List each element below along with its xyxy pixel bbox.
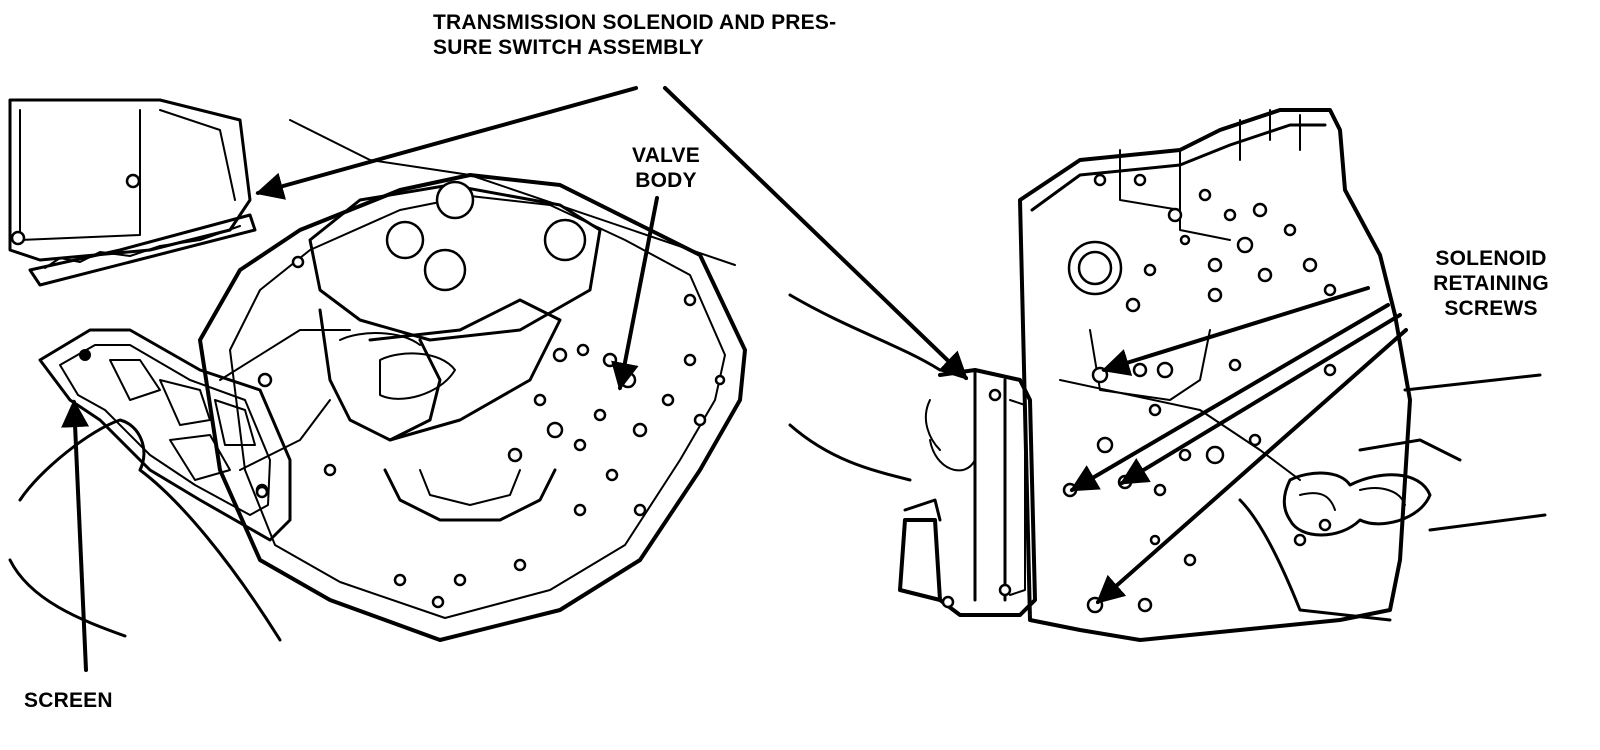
solenoid-assembly-label-line-1: TRANSMISSION SOLENOID AND PRES- xyxy=(433,11,837,34)
solenoid-assembly-installed xyxy=(898,368,1037,617)
valve-body-label-line-2: BODY xyxy=(635,169,697,192)
right-illustration xyxy=(788,108,1547,642)
retaining-screws-label-line-1: SOLENOID xyxy=(1435,247,1547,270)
case-plate-holes xyxy=(255,255,726,609)
hand-with-screen xyxy=(8,328,292,642)
arrow-to-screw-3 xyxy=(1119,313,1402,485)
retaining-screws-label-line-3: SCREWS xyxy=(1444,297,1538,320)
solenoid-assembly-label-line-2: SURE SWITCH ASSEMBLY xyxy=(433,36,704,59)
valve-body-label-line-1: VALVE xyxy=(632,144,700,167)
removed-solenoid-assembly xyxy=(8,98,257,287)
screen-label: SCREEN xyxy=(24,688,113,713)
screen-label-text: SCREEN xyxy=(24,689,113,712)
arrow-to-removed-solenoid xyxy=(255,86,638,200)
valve-body-plate xyxy=(1018,108,1412,642)
arrow-to-installed-solenoid xyxy=(663,86,969,380)
retaining-screws-label-line-2: RETAINING xyxy=(1433,272,1549,295)
left-illustration xyxy=(8,98,747,642)
retaining-screws-label: SOLENOID RETAINING SCREWS xyxy=(1416,246,1566,321)
callout-arrows xyxy=(61,86,1408,672)
arrow-to-valve-body xyxy=(611,196,659,391)
valve-body-components xyxy=(219,180,602,522)
plate-holes xyxy=(1062,173,1337,614)
arrow-to-screen xyxy=(61,399,90,672)
valve-body-label: VALVE BODY xyxy=(618,143,714,193)
arrow-to-screw-1 xyxy=(1101,286,1370,376)
solenoid-assembly-label: TRANSMISSION SOLENOID AND PRES- SURE SWI… xyxy=(433,10,836,60)
arrow-to-screw-4 xyxy=(1095,328,1408,604)
hands-right xyxy=(788,293,1547,622)
